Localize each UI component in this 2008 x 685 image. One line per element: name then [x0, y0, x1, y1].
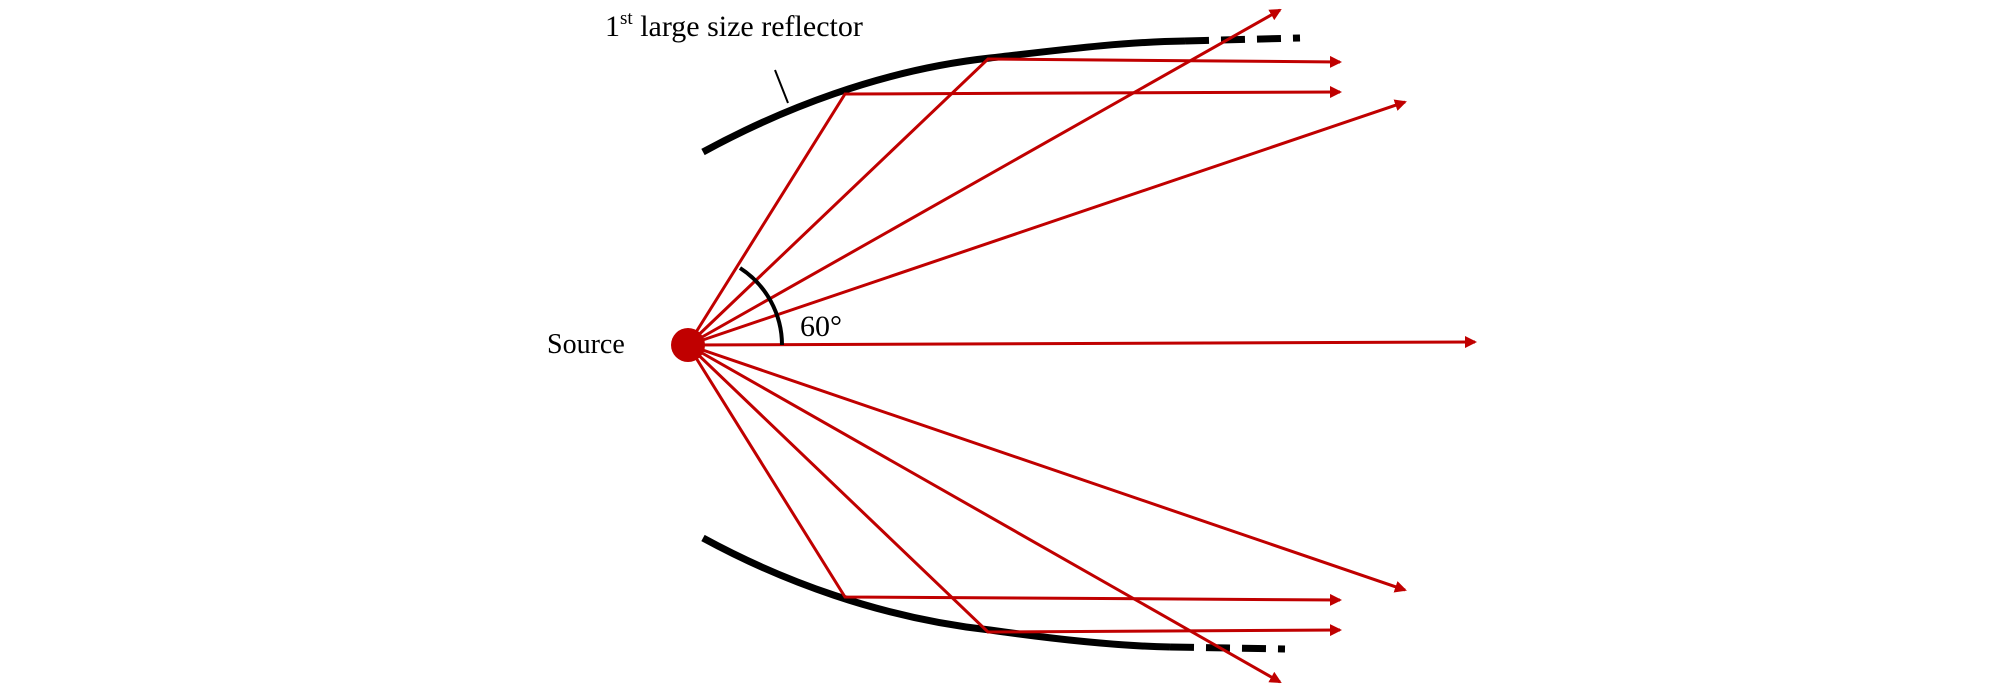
ray-upper-direct-steep [687, 8, 1282, 347]
upper-reflector-dashed [1184, 34, 1301, 45]
source-label: Source [547, 329, 625, 360]
ray-axis [687, 336, 1477, 349]
lower-reflector-dashed [1169, 643, 1286, 653]
angle-arc [738, 266, 784, 346]
reflector-label-superscript: st [620, 8, 633, 29]
reflector-label-number: 1 [605, 10, 620, 43]
ray-lower-reflected-inner [686, 344, 1342, 606]
angle-label: 60° [800, 310, 842, 343]
ray-lower-direct-shallow [687, 343, 1407, 593]
ray-upper-reflected-outer [686, 55, 1342, 347]
lower-reflector-solid [701, 534, 1171, 651]
ray-upper-reflected-inner [686, 86, 1342, 346]
reflector-leader-line [774, 69, 789, 104]
upper-reflector-solid [701, 37, 1186, 156]
ray-upper-direct-shallow [687, 99, 1407, 347]
reflector-label: 1st large size reflector [605, 8, 863, 43]
source-dot [671, 328, 705, 362]
ray-lower-direct-steep [687, 343, 1282, 684]
ray-lower-reflected-outer [686, 343, 1342, 637]
reflector-label-rest: large size reflector [633, 10, 863, 43]
